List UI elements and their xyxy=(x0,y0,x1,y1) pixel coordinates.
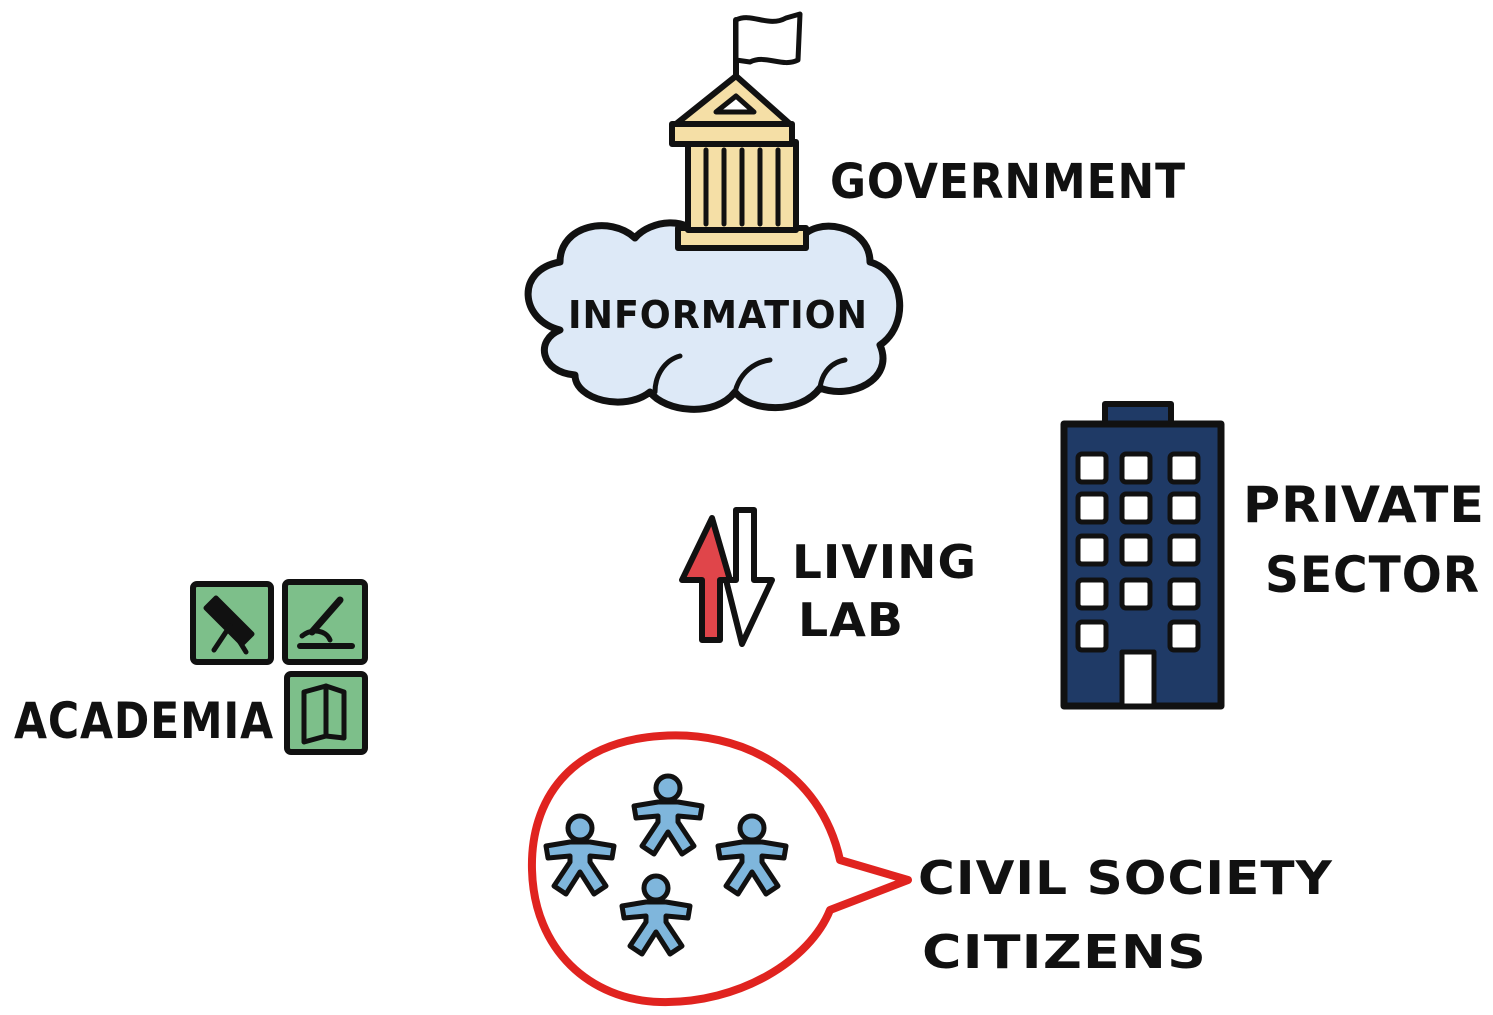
tower-window xyxy=(1075,577,1109,611)
tower-window xyxy=(1075,451,1109,485)
citizen-icon xyxy=(619,873,693,957)
citizen-icon xyxy=(715,813,789,897)
citizen-icon xyxy=(543,813,617,897)
tower-window xyxy=(1119,577,1153,611)
tower-window xyxy=(1075,619,1109,653)
information-label: INFORMATION xyxy=(568,293,868,337)
private-sector-group: PRIVATE SECTOR xyxy=(1060,401,1485,710)
government-building-icon xyxy=(669,73,809,251)
tower-window xyxy=(1119,491,1153,525)
civil-society-label-line1: CIVIL SOCIETY xyxy=(918,851,1333,905)
tower-window xyxy=(1167,619,1201,653)
private-sector-label-line2: SECTOR xyxy=(1265,546,1480,604)
academia-group: ACADEMIA xyxy=(14,579,368,755)
tower-windows xyxy=(1075,451,1201,653)
book-icon xyxy=(301,683,347,745)
exchange-arrows-icon xyxy=(679,507,775,647)
tower-window xyxy=(1119,451,1153,485)
citizen-icon xyxy=(631,773,705,857)
cloud-icon xyxy=(524,219,904,413)
living-lab-label-line2: LAB xyxy=(798,593,904,647)
tower-window xyxy=(1167,577,1201,611)
academia-tiles-icon xyxy=(190,579,368,755)
speech-bubble xyxy=(527,731,912,1007)
tower-window xyxy=(1119,533,1153,567)
tower-window xyxy=(1075,533,1109,567)
people-group-icon xyxy=(543,773,789,957)
academia-label: ACADEMIA xyxy=(14,692,274,750)
living-lab-label-line1: LIVING xyxy=(792,535,977,589)
office-tower-icon xyxy=(1060,401,1225,710)
civil-society-group: CIVIL SOCIETY CITIZENS xyxy=(527,731,1333,1007)
telescope-icon xyxy=(203,595,255,655)
civil-society-label-line2: CITIZENS xyxy=(922,925,1207,979)
living-lab-group: LIVING LAB xyxy=(679,507,977,647)
flag-icon xyxy=(733,11,803,79)
tower-window xyxy=(1075,491,1109,525)
microscope-icon xyxy=(297,596,355,649)
private-sector-label-line1: PRIVATE xyxy=(1243,476,1485,534)
government-label: GOVERNMENT xyxy=(830,154,1186,210)
tower-window xyxy=(1167,451,1201,485)
tower-window xyxy=(1167,491,1201,525)
government-group: INFORMATION GOVERNMENT xyxy=(524,11,1186,413)
tower-window xyxy=(1167,533,1201,567)
